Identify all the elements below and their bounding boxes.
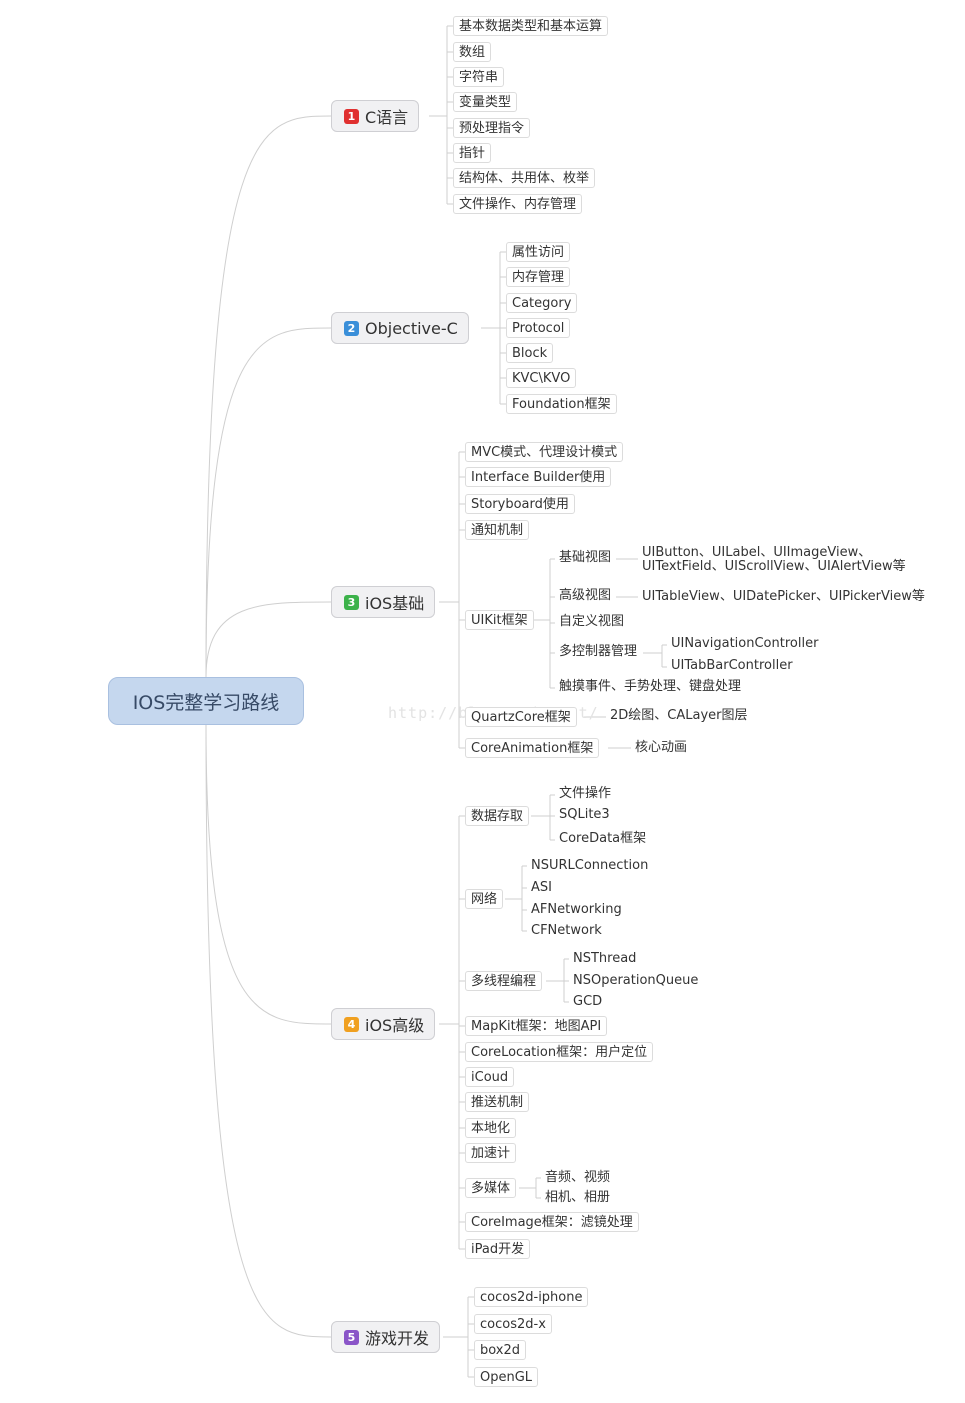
leaf-box2d[interactable]: box2d (474, 1340, 527, 1360)
leaf-corelocation[interactable]: CoreLocation框架：用户定位 (465, 1042, 654, 1062)
uikit-basic-views-detail-2: UITextField、UIScrollView、UIAlertView等 (642, 559, 906, 574)
leaf-icloud[interactable]: iCoud (465, 1067, 515, 1087)
uikit-basic-views-detail-1: UIButton、UILabel、UIImageView、 (642, 545, 872, 560)
leaf-mapkit[interactable]: MapKit框架：地图API (465, 1016, 608, 1036)
branch-ios-advanced[interactable]: 4 iOS高级 (331, 1008, 436, 1040)
leaf-network[interactable]: 网络 (465, 889, 504, 909)
leaf-coreimage[interactable]: CoreImage框架：滤镜处理 (465, 1212, 639, 1232)
leaf-c-basic-types[interactable]: 基本数据类型和基本运算 (453, 16, 609, 36)
leaf-quartzcore[interactable]: QuartzCore框架 (465, 707, 577, 727)
branch-label: 游戏开发 (365, 1329, 430, 1348)
leaf-notification[interactable]: 通知机制 (465, 520, 530, 540)
leaf-cocos2d-x[interactable]: cocos2d-x (474, 1314, 552, 1334)
branch-ios-basic[interactable]: 3 iOS基础 (331, 586, 436, 618)
network-nsurlconnection[interactable]: NSURLConnection (531, 858, 649, 873)
leaf-opengl[interactable]: OpenGL (474, 1367, 539, 1387)
storage-file[interactable]: 文件操作 (559, 786, 612, 801)
connector (205, 601, 332, 678)
branch-label: iOS高级 (365, 1016, 425, 1035)
branch-label: iOS基础 (365, 594, 425, 613)
uikit-custom-views[interactable]: 自定义视图 (559, 614, 625, 629)
leaf-coreanimation[interactable]: CoreAnimation框架 (465, 738, 600, 758)
connector (205, 327, 332, 678)
leaf-interface-builder[interactable]: Interface Builder使用 (465, 467, 612, 487)
uikit-multi-controller[interactable]: 多控制器管理 (559, 644, 638, 659)
leaf-multithreading[interactable]: 多线程编程 (465, 971, 543, 991)
leaf-c-file-memory[interactable]: 文件操作、内存管理 (453, 194, 583, 214)
connector (205, 115, 332, 678)
leaf-objc-protocol[interactable]: Protocol (506, 318, 571, 338)
branch-label: C语言 (365, 108, 409, 127)
leaf-c-preprocessor[interactable]: 预处理指令 (453, 118, 531, 138)
leaf-cocos2d-iphone[interactable]: cocos2d-iphone (474, 1287, 589, 1307)
leaf-objc-memory[interactable]: 内存管理 (506, 267, 571, 287)
branch-objective-c[interactable]: 2 Objective-C (331, 312, 469, 344)
uikit-tabbar-controller[interactable]: UITabBarController (671, 658, 793, 673)
branch-game-dev[interactable]: 5 游戏开发 (331, 1321, 441, 1353)
thread-nsthread[interactable]: NSThread (573, 951, 637, 966)
leaf-mvc[interactable]: MVC模式、代理设计模式 (465, 442, 624, 462)
uikit-touch-events[interactable]: 触摸事件、手势处理、键盘处理 (559, 679, 742, 694)
branch-label: Objective-C (365, 318, 458, 338)
leaf-accelerometer[interactable]: 加速计 (465, 1143, 517, 1163)
number-4-icon: 4 (344, 1016, 359, 1032)
thread-nsoperationqueue[interactable]: NSOperationQueue (573, 973, 699, 988)
connector (205, 724, 332, 1025)
network-afnetworking[interactable]: AFNetworking (531, 902, 622, 917)
number-2-icon: 2 (344, 320, 359, 336)
leaf-storyboard[interactable]: Storyboard使用 (465, 494, 575, 514)
coreanimation-detail[interactable]: 核心动画 (635, 740, 688, 755)
number-1-icon: 1 (344, 108, 359, 124)
leaf-c-string[interactable]: 字符串 (453, 67, 505, 87)
leaf-uikit[interactable]: UIKit框架 (465, 610, 534, 630)
quartz-detail[interactable]: 2D绘图、CALayer图层 (610, 708, 748, 723)
leaf-c-variable-types[interactable]: 变量类型 (453, 92, 518, 112)
leaf-objc-kvc-kvo[interactable]: KVC\KVO (506, 368, 577, 388)
thread-gcd[interactable]: GCD (573, 994, 603, 1009)
network-cfnetwork[interactable]: CFNetwork (531, 923, 602, 938)
leaf-ipad[interactable]: iPad开发 (465, 1239, 531, 1259)
leaf-localization[interactable]: 本地化 (465, 1118, 517, 1138)
media-camera-album[interactable]: 相机、相册 (545, 1190, 611, 1205)
storage-coredata[interactable]: CoreData框架 (559, 831, 647, 846)
leaf-c-pointer[interactable]: 指针 (453, 143, 492, 163)
leaf-c-array[interactable]: 数组 (453, 42, 492, 62)
leaf-objc-foundation[interactable]: Foundation框架 (506, 394, 617, 414)
storage-sqlite[interactable]: SQLite3 (559, 807, 610, 822)
number-5-icon: 5 (344, 1329, 359, 1345)
uikit-advanced-views-detail: UITableView、UIDatePicker、UIPickerView等 (642, 589, 925, 604)
uikit-navigation-controller[interactable]: UINavigationController (671, 636, 819, 651)
connector (205, 724, 332, 1338)
media-audio-video[interactable]: 音频、视频 (545, 1170, 611, 1185)
uikit-advanced-views[interactable]: 高级视图 (559, 588, 612, 603)
network-asi[interactable]: ASI (531, 880, 552, 895)
leaf-objc-property[interactable]: 属性访问 (506, 242, 571, 262)
leaf-data-storage[interactable]: 数据存取 (465, 806, 530, 826)
leaf-c-struct[interactable]: 结构体、共用体、枚举 (453, 168, 596, 188)
leaf-multimedia[interactable]: 多媒体 (465, 1178, 517, 1198)
branch-c-language[interactable]: 1 C语言 (331, 100, 420, 132)
leaf-push[interactable]: 推送机制 (465, 1092, 530, 1112)
leaf-objc-block[interactable]: Block (506, 343, 554, 363)
root-node[interactable]: IOS完整学习路线 (108, 677, 304, 725)
uikit-basic-views[interactable]: 基础视图 (559, 550, 612, 565)
leaf-objc-category[interactable]: Category (506, 293, 578, 313)
number-3-icon: 3 (344, 594, 359, 610)
